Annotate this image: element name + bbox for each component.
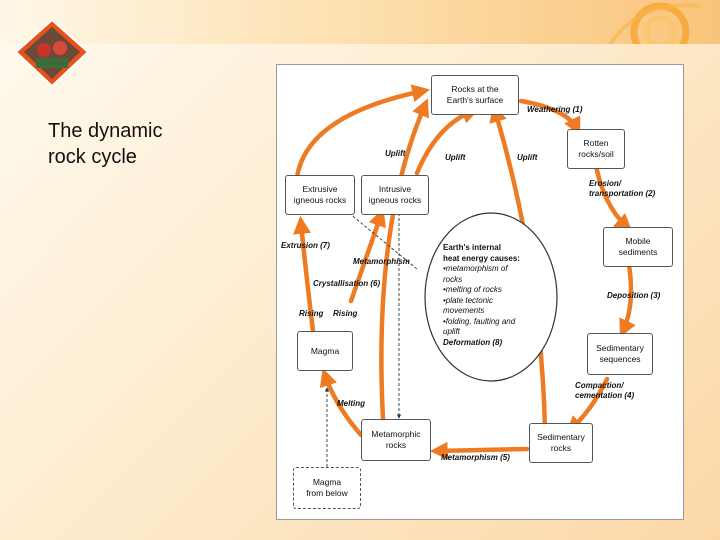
- heat-ellipse: [424, 212, 558, 382]
- box-rotten-rocks: Rotten rocks/soil: [567, 129, 625, 169]
- heat-energy-text: Earth's internal heat energy causes: •me…: [443, 243, 547, 348]
- label-crystallisation: Crystallisation (6): [313, 279, 381, 288]
- heat-item: •plate tectonic movements: [443, 295, 493, 316]
- label-uplift-left: Uplift: [385, 149, 406, 158]
- box-extrusive-igneous: Extrusive igneous rocks: [285, 175, 355, 215]
- box-intrusive-igneous: Intrusive igneous rocks: [361, 175, 429, 215]
- logo-diamond: [14, 18, 90, 88]
- heat-footer: Deformation (8): [443, 337, 503, 347]
- label-weathering: Weathering (1): [527, 105, 583, 114]
- box-sedimentary-sequences: Sedimentary sequences: [587, 333, 653, 375]
- label-metamorphism-left: Metamorphism: [353, 257, 410, 266]
- label-extrusion: Extrusion (7): [281, 241, 330, 250]
- heat-item: •metamorphism of rocks: [443, 264, 508, 284]
- label-metamorphism-bottom: Metamorphism (5): [441, 453, 510, 462]
- cycle-arrows: [293, 84, 636, 467]
- slide-title: The dynamic rock cycle: [48, 120, 163, 168]
- label-rising-1: Rising: [299, 309, 324, 318]
- label-compaction: Compaction/ cementation (4): [575, 381, 635, 400]
- box-magma: Magma: [297, 331, 353, 371]
- heat-item: •melting of rocks: [443, 285, 502, 294]
- label-uplift-right: Uplift: [517, 153, 538, 162]
- box-metamorphic-rocks: Metamorphic rocks: [361, 419, 431, 461]
- label-erosion: Erosion/ transportation (2): [589, 179, 656, 198]
- header-bar: [0, 0, 720, 44]
- label-deposition: Deposition (3): [607, 291, 661, 300]
- box-magma-from-below: Magma from below: [293, 467, 361, 509]
- label-rising-2: Rising: [333, 309, 358, 318]
- decorative-swirl: [608, 2, 701, 44]
- heat-item: •folding, faulting and uplift: [443, 316, 516, 337]
- box-sedimentary-rocks: Sedimentary rocks: [529, 423, 593, 463]
- box-mobile-sediments: Mobile sediments: [603, 227, 673, 267]
- label-melting: Melting: [337, 399, 365, 408]
- label-uplift-mid: Uplift: [445, 153, 466, 162]
- box-earth-surface: Rocks at the Earth's surface: [431, 75, 519, 115]
- rock-cycle-diagram: Rocks at the Earth's surface Rotten rock…: [276, 64, 684, 520]
- heat-heading: Earth's internal heat energy causes:: [443, 243, 520, 263]
